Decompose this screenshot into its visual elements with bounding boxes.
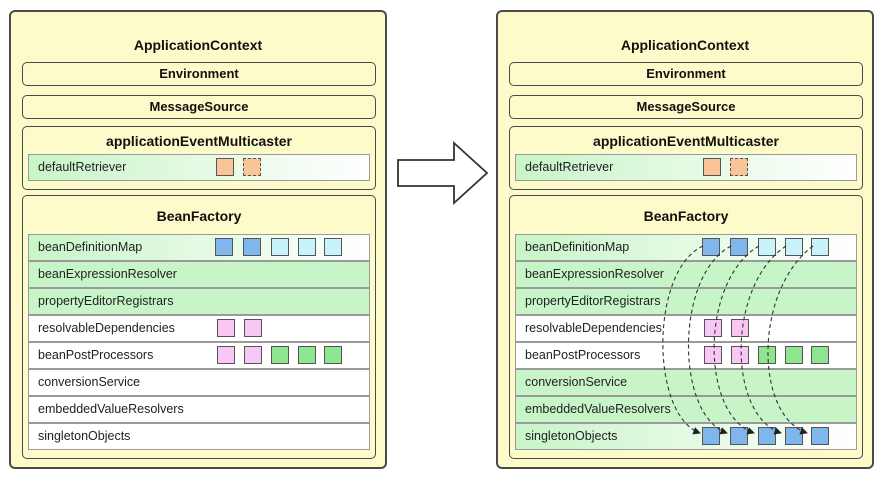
right-singleton-square: [730, 427, 748, 445]
left-bean-definition-square: [215, 238, 233, 256]
left-message-source-box: MessageSource: [22, 95, 376, 119]
right-row-label: propertyEditorRegistrars: [525, 294, 661, 308]
left-bean-expression-resolver-row: beanExpressionResolver: [28, 261, 370, 288]
left-listener-square: [216, 158, 234, 176]
right-row-label: beanPostProcessors: [525, 348, 641, 362]
right-bean-definition-square: [758, 238, 776, 256]
right-application-context-title: ApplicationContext: [620, 37, 750, 53]
right-singleton-square: [702, 427, 720, 445]
left-row-label: beanDefinitionMap: [38, 240, 143, 254]
right-bean-factory-title: BeanFactory: [643, 208, 729, 224]
right-bean-factory-box: BeanFactory beanDefinitionMap beanExpres…: [509, 195, 863, 459]
left-singleton-objects-row: singletonObjects: [28, 423, 370, 450]
left-post-processor-square: [271, 346, 289, 364]
right-listener-square: [703, 158, 721, 176]
left-row-label: beanPostProcessors: [38, 348, 154, 362]
transition-arrow-icon: [397, 140, 489, 206]
left-bean-definition-square: [324, 238, 342, 256]
left-application-context-panel: ApplicationContext Environment MessageSo…: [9, 10, 387, 469]
right-post-processor-square: [811, 346, 829, 364]
right-singleton-square: [785, 427, 803, 445]
left-row-label: beanExpressionResolver: [38, 267, 177, 281]
left-embedded-value-resolvers-row: embeddedValueResolvers: [28, 396, 370, 423]
right-singleton-square: [758, 427, 776, 445]
right-event-multicaster-box: applicationEventMulticaster defaultRetri…: [509, 126, 863, 190]
left-post-processor-square: [244, 346, 262, 364]
left-row-label: conversionService: [38, 375, 141, 389]
left-row-label: resolvableDependencies: [38, 321, 175, 335]
right-message-source-box: MessageSource: [509, 95, 863, 119]
right-post-processor-square: [758, 346, 776, 364]
right-event-multicaster-title: applicationEventMulticaster: [593, 133, 779, 149]
right-singleton-square: [811, 427, 829, 445]
left-post-processor-square: [298, 346, 316, 364]
right-conversion-service-row: conversionService: [515, 369, 857, 396]
left-property-editor-registrars-row: propertyEditorRegistrars: [28, 288, 370, 315]
right-bean-definition-square: [785, 238, 803, 256]
right-resolvable-dependencies-row: resolvableDependencies: [515, 315, 857, 342]
right-bean-expression-resolver-row: beanExpressionResolver: [515, 261, 857, 288]
right-application-context-panel: ApplicationContext Environment MessageSo…: [496, 10, 874, 469]
right-row-label: beanExpressionResolver: [525, 267, 664, 281]
left-bean-definition-square: [243, 238, 261, 256]
left-default-retriever-label: defaultRetriever: [38, 160, 127, 174]
right-dependency-square: [704, 319, 722, 337]
right-row-label: beanDefinitionMap: [525, 240, 630, 254]
left-post-processor-square: [217, 346, 235, 364]
right-bean-post-processors-row: beanPostProcessors: [515, 342, 857, 369]
left-row-label: propertyEditorRegistrars: [38, 294, 174, 308]
left-conversion-service-row: conversionService: [28, 369, 370, 396]
left-row-label: singletonObjects: [38, 429, 131, 443]
right-post-processor-square: [785, 346, 803, 364]
left-event-multicaster-title: applicationEventMulticaster: [106, 133, 292, 149]
left-bean-factory-title: BeanFactory: [156, 208, 242, 224]
left-bean-definition-square: [298, 238, 316, 256]
right-post-processor-square: [731, 346, 749, 364]
right-row-label: resolvableDependencies: [525, 321, 662, 335]
left-resolvable-dependencies-row: resolvableDependencies: [28, 315, 370, 342]
left-bean-factory-box: BeanFactory beanDefinitionMap beanExpres…: [22, 195, 376, 459]
left-environment-box: Environment: [22, 62, 376, 86]
right-dependency-square: [731, 319, 749, 337]
right-bean-definition-square: [811, 238, 829, 256]
right-environment-box: Environment: [509, 62, 863, 86]
right-default-retriever-label: defaultRetriever: [525, 160, 614, 174]
left-bean-post-processors-row: beanPostProcessors: [28, 342, 370, 369]
left-dependency-square: [217, 319, 235, 337]
right-bean-definition-map-row: beanDefinitionMap: [515, 234, 857, 261]
right-listener-dashed-square: [730, 158, 748, 176]
right-embedded-value-resolvers-row: embeddedValueResolvers: [515, 396, 857, 423]
right-bean-definition-square: [702, 238, 720, 256]
left-dependency-square: [244, 319, 262, 337]
right-row-label: singletonObjects: [525, 429, 618, 443]
left-event-multicaster-box: applicationEventMulticaster defaultRetri…: [22, 126, 376, 190]
left-bean-definition-map-row: beanDefinitionMap: [28, 234, 370, 261]
right-row-label: conversionService: [525, 375, 628, 389]
left-bean-definition-square: [271, 238, 289, 256]
left-post-processor-square: [324, 346, 342, 364]
right-property-editor-registrars-row: propertyEditorRegistrars: [515, 288, 857, 315]
right-default-retriever-row: defaultRetriever: [515, 154, 857, 181]
left-application-context-title: ApplicationContext: [133, 37, 263, 53]
left-listener-dashed-square: [243, 158, 261, 176]
right-post-processor-square: [704, 346, 722, 364]
right-singleton-objects-row: singletonObjects: [515, 423, 857, 450]
right-bean-definition-square: [730, 238, 748, 256]
left-row-label: embeddedValueResolvers: [38, 402, 184, 416]
right-row-label: embeddedValueResolvers: [525, 402, 671, 416]
left-default-retriever-row: defaultRetriever: [28, 154, 370, 181]
